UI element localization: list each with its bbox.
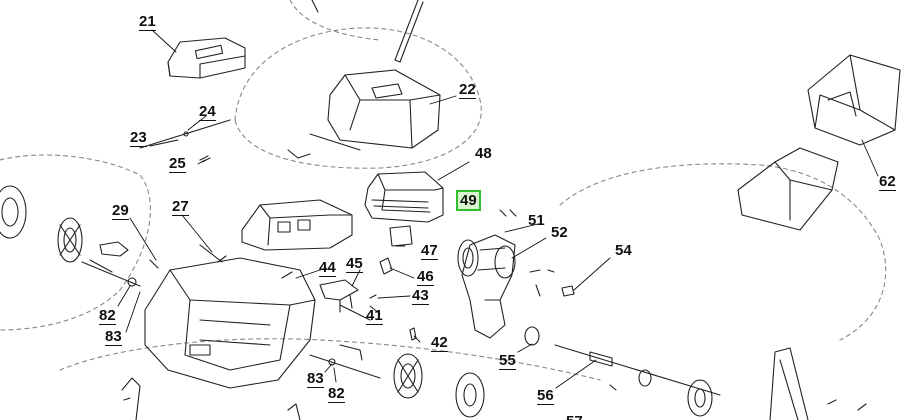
dashed-outline-left	[0, 154, 151, 331]
callout-43: 43	[412, 287, 429, 305]
part-55-shape	[524, 326, 540, 346]
left-axle	[81, 259, 141, 287]
dashed-outline-upper	[234, 27, 482, 169]
cable-small	[287, 133, 361, 159]
callout-51: 51	[528, 212, 545, 229]
callout-24: 24	[199, 103, 216, 121]
callout-21: 21	[139, 13, 156, 31]
callout-25: 25	[169, 155, 186, 173]
part-44-screw	[281, 271, 293, 279]
part-24-clip	[183, 131, 189, 137]
chassis-center	[241, 199, 353, 251]
callout-54: 54	[615, 242, 632, 259]
part-48-shape	[364, 171, 444, 223]
part-42-pin	[409, 327, 417, 341]
part-52-gear	[494, 245, 516, 279]
bottom-small-parts	[287, 399, 867, 420]
wheel-left	[57, 217, 83, 263]
part-57-shape	[609, 384, 617, 391]
part-21-shape	[167, 37, 246, 79]
top-shaft	[394, 0, 424, 63]
main-deck	[144, 257, 316, 389]
small-bolts	[529, 269, 555, 297]
wheel-right-far	[455, 372, 485, 418]
part-62-bag	[807, 54, 901, 146]
dashed-outline-bottom	[59, 338, 601, 381]
bottom-bracket	[121, 377, 141, 420]
callout-27: 27	[172, 198, 189, 216]
part-27-shape	[199, 244, 227, 263]
callout-42: 42	[431, 334, 448, 352]
callout-46: 46	[417, 268, 434, 286]
part-45-shape	[319, 279, 359, 313]
part-23-cable	[139, 119, 231, 149]
callout-82-right: 82	[328, 385, 345, 403]
part-47-label	[389, 225, 413, 247]
wheel-right	[393, 353, 423, 399]
part-82-right	[328, 358, 336, 366]
bearing-right	[638, 369, 652, 387]
callout-44: 44	[319, 259, 336, 277]
callout-49-highlighted[interactable]: 49	[456, 190, 481, 211]
part-49-shape	[457, 234, 516, 339]
callout-23: 23	[130, 129, 147, 147]
part-43-screw	[369, 294, 377, 299]
dashed-outline-right	[559, 163, 887, 341]
gear-right	[687, 379, 713, 417]
wheel-left-far	[0, 185, 27, 239]
callout-83-right: 83	[307, 370, 324, 388]
part-22-shape	[327, 69, 441, 149]
dashed-outline-top	[289, 0, 381, 41]
callout-56: 56	[537, 387, 554, 405]
callout-62: 62	[879, 173, 896, 191]
top-pin	[311, 0, 319, 13]
part-46-knob	[379, 257, 393, 275]
callout-57: 57	[566, 414, 583, 420]
callout-47: 47	[421, 242, 438, 260]
callout-45: 45	[346, 255, 363, 273]
callout-52: 52	[551, 224, 568, 241]
callout-48: 48	[475, 145, 492, 162]
part-62-cover	[737, 147, 839, 231]
callout-55: 55	[499, 352, 516, 370]
callout-83-left: 83	[105, 328, 122, 346]
callout-29: 29	[112, 202, 129, 220]
part-82-left	[127, 277, 137, 287]
part-41-lever	[339, 304, 371, 321]
part-29-shape	[99, 241, 159, 269]
right-axle	[309, 344, 381, 379]
handle-lower	[769, 347, 809, 420]
part-25-screw	[199, 155, 211, 163]
part-51-bolts	[499, 209, 517, 217]
part-54-nut	[561, 285, 575, 297]
callout-41: 41	[366, 307, 383, 325]
callout-22: 22	[459, 81, 476, 99]
callout-82-left: 82	[99, 307, 116, 325]
part-56-shape	[554, 344, 721, 396]
